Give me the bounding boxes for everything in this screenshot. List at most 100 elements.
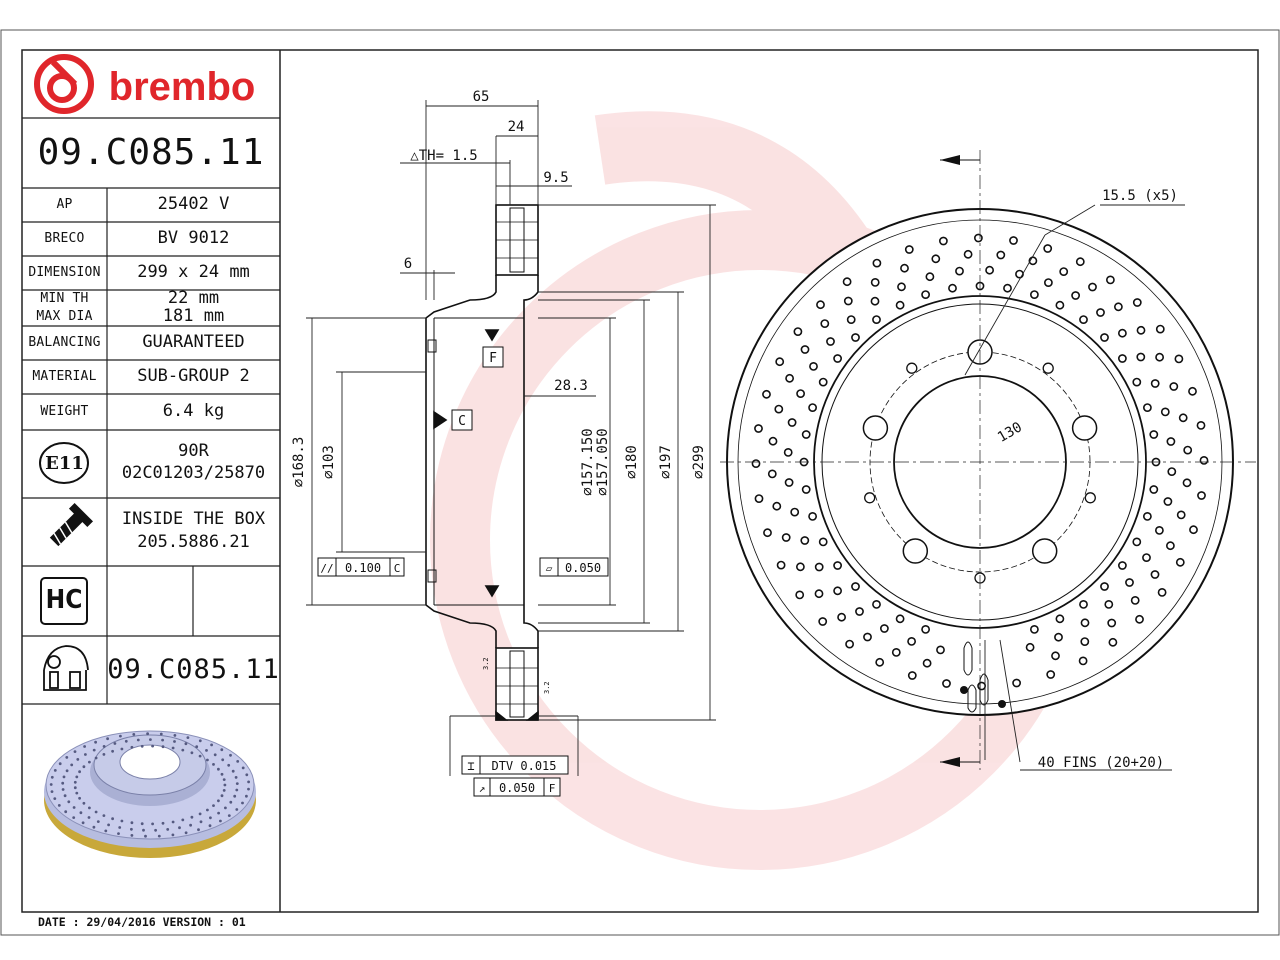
drill-hole bbox=[1100, 582, 1109, 591]
drill-hole bbox=[855, 607, 864, 616]
render-perforation bbox=[117, 832, 120, 835]
render-perforation bbox=[227, 763, 231, 767]
render-perforation bbox=[199, 820, 203, 824]
render-perforation bbox=[171, 820, 175, 824]
drill-hole bbox=[872, 258, 882, 268]
render-perforation bbox=[154, 828, 158, 832]
drill-hole bbox=[1189, 525, 1198, 535]
drill-hole bbox=[1176, 510, 1186, 520]
drill-hole bbox=[1054, 632, 1063, 642]
drill-hole bbox=[787, 418, 797, 427]
drill-hole bbox=[1143, 512, 1152, 521]
drill-hole bbox=[1160, 407, 1170, 417]
render-perforation bbox=[88, 760, 91, 764]
drill-hole bbox=[1175, 557, 1185, 567]
render-perforation bbox=[231, 769, 235, 773]
drill-hole bbox=[942, 679, 951, 688]
render-perforation bbox=[78, 796, 81, 800]
drill-hole bbox=[768, 436, 778, 446]
drill-hole bbox=[1059, 267, 1069, 276]
drill-hole bbox=[921, 290, 930, 299]
drill-hole bbox=[826, 337, 835, 346]
drill-hole bbox=[833, 561, 842, 570]
e11-mark-icon bbox=[39, 442, 89, 484]
drill-hole bbox=[922, 658, 932, 668]
drill-hole bbox=[936, 645, 945, 655]
drill-hole bbox=[1157, 588, 1167, 597]
render-perforation bbox=[198, 812, 202, 816]
drill-hole bbox=[754, 494, 764, 503]
drill-hole bbox=[790, 507, 800, 517]
drill-hole bbox=[1028, 256, 1038, 266]
drill-hole bbox=[851, 333, 860, 342]
drill-hole bbox=[1149, 485, 1159, 494]
render-perforation bbox=[58, 762, 62, 766]
drill-hole bbox=[1030, 625, 1039, 634]
drill-hole bbox=[801, 430, 811, 439]
drill-hole bbox=[1043, 244, 1053, 253]
drill-hole bbox=[842, 277, 852, 287]
render-perforation bbox=[198, 739, 202, 743]
dim-65: 65 bbox=[473, 89, 490, 105]
drill-hole bbox=[1100, 333, 1109, 342]
render-perforation bbox=[166, 828, 170, 831]
render-perforation bbox=[124, 739, 128, 743]
render-perforation bbox=[102, 814, 106, 817]
drill-hole bbox=[808, 512, 817, 521]
render-perforation bbox=[151, 744, 155, 748]
drill-hole bbox=[872, 315, 881, 324]
drill-hole bbox=[833, 354, 842, 363]
render-perforation bbox=[140, 822, 144, 826]
spec-label-weight: WEIGHT bbox=[40, 404, 89, 420]
render-perforation bbox=[106, 737, 109, 741]
drill-hole bbox=[1125, 578, 1134, 587]
screw-icon bbox=[49, 503, 93, 547]
render-perforation bbox=[82, 801, 86, 805]
render-perforation bbox=[208, 824, 212, 828]
drill-hole bbox=[1163, 497, 1173, 506]
coating-mark: HC bbox=[45, 585, 83, 616]
part-number: 09.C085.11 bbox=[37, 132, 265, 174]
render-perforation bbox=[92, 748, 96, 752]
drill-hole bbox=[1167, 467, 1177, 476]
render-perforation bbox=[223, 783, 227, 787]
spec-label-max-dia: MAX DIA bbox=[36, 309, 93, 325]
drill-hole bbox=[1114, 302, 1123, 312]
drill-hole bbox=[1130, 596, 1140, 605]
render-perforation bbox=[111, 817, 114, 821]
render-perforation bbox=[184, 831, 188, 835]
drill-hole bbox=[955, 266, 964, 276]
drill-hole bbox=[801, 485, 811, 494]
tol-runout-ref: F bbox=[549, 782, 556, 795]
dim-9-5: 9.5 bbox=[543, 170, 568, 186]
render-perforation bbox=[210, 743, 214, 747]
drill-hole bbox=[1143, 403, 1152, 412]
spec-value-breco: BV 9012 bbox=[157, 228, 230, 249]
render-perforation bbox=[50, 790, 54, 793]
drill-hole bbox=[1009, 236, 1018, 245]
brembo-logo-icon bbox=[34, 54, 94, 114]
drawing-number: 09.C085.11 bbox=[107, 653, 280, 685]
dim-th-tolerance: △TH= 1.5 bbox=[410, 148, 477, 164]
render-perforation bbox=[217, 799, 220, 803]
hc-mark-icon bbox=[40, 577, 88, 625]
tol-dtv-value: DTV 0.015 bbox=[491, 759, 556, 773]
render-perforation bbox=[130, 834, 134, 837]
drill-hole bbox=[1088, 282, 1097, 292]
render-perforation bbox=[102, 753, 106, 756]
render-perforation bbox=[94, 810, 98, 814]
drill-hole bbox=[775, 357, 785, 367]
drill-hole bbox=[921, 625, 930, 634]
section-dimension-lines bbox=[306, 100, 716, 776]
hardware-line-2: 205.5886.21 bbox=[137, 532, 250, 553]
tol-parallel-symbol: // bbox=[320, 562, 333, 575]
render-perforation bbox=[212, 804, 215, 807]
dim-28-3: 28.3 bbox=[554, 378, 588, 394]
render-perforation bbox=[171, 746, 175, 750]
render-perforation bbox=[157, 834, 161, 838]
render-perforation bbox=[120, 747, 124, 751]
render-perforation bbox=[190, 815, 194, 819]
render-perforation bbox=[195, 745, 199, 749]
hardware-line-1: INSIDE THE BOX bbox=[121, 509, 266, 530]
drill-hole bbox=[1108, 637, 1118, 647]
